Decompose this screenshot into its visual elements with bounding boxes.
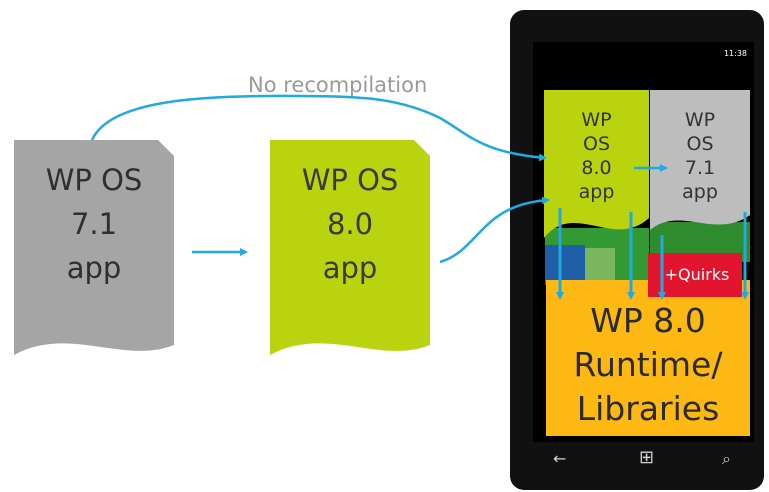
- runtime-line-1: WP 8.0: [590, 301, 706, 340]
- wp80-card-line-2: OS: [582, 133, 610, 155]
- runtime-libraries-label: WP 8.0 Runtime/ Libraries: [546, 299, 750, 431]
- wp71-card-line-1: WP: [684, 109, 716, 131]
- wp71-document: [14, 140, 174, 355]
- background-tile-lightgreen: [585, 248, 615, 284]
- no-recompilation-curve-arrow: [90, 94, 547, 162]
- wp71-card-label: WP OS 7.1 app: [650, 108, 750, 204]
- background-tile-blue: [545, 245, 585, 285]
- wp80-line-3: app: [322, 251, 378, 285]
- wp80-line-2: 8.0: [326, 207, 374, 241]
- wp71-card-line-4: app: [682, 181, 718, 203]
- search-icon[interactable]: ⌕: [722, 449, 731, 468]
- runtime-line-3: Libraries: [576, 389, 720, 428]
- wp71-card-line-2: OS: [686, 133, 714, 155]
- wp71-line-1: WP OS: [45, 163, 143, 197]
- quirks-label: +Quirks: [664, 265, 730, 284]
- wp80-card-line-4: app: [578, 181, 615, 203]
- runtime-libraries-block: [546, 280, 750, 436]
- wp80-line-1: WP OS: [301, 163, 399, 197]
- curved-arrow-icon: [439, 196, 550, 264]
- no-recompilation-caption: No recompilation: [248, 73, 428, 97]
- windows-icon[interactable]: ⊞: [639, 447, 655, 468]
- wp71-line-3: app: [66, 251, 122, 285]
- wp80-card-line-3: 8.0: [581, 157, 612, 179]
- back-icon[interactable]: ←: [553, 449, 567, 468]
- wp71-card-line-3: 7.1: [684, 157, 716, 179]
- wp71-line-2: 7.1: [70, 207, 118, 241]
- wp80-document: [270, 140, 430, 355]
- wp80-card-line-1: WP: [581, 109, 612, 131]
- wp71-card: [650, 90, 750, 230]
- quirks-block: [648, 253, 742, 297]
- runtime-line-2: Runtime/: [573, 345, 723, 384]
- status-time: 11:38: [723, 49, 747, 58]
- wp80-card: [544, 90, 649, 238]
- wp80-card-label: WP OS 8.0 app: [544, 108, 649, 204]
